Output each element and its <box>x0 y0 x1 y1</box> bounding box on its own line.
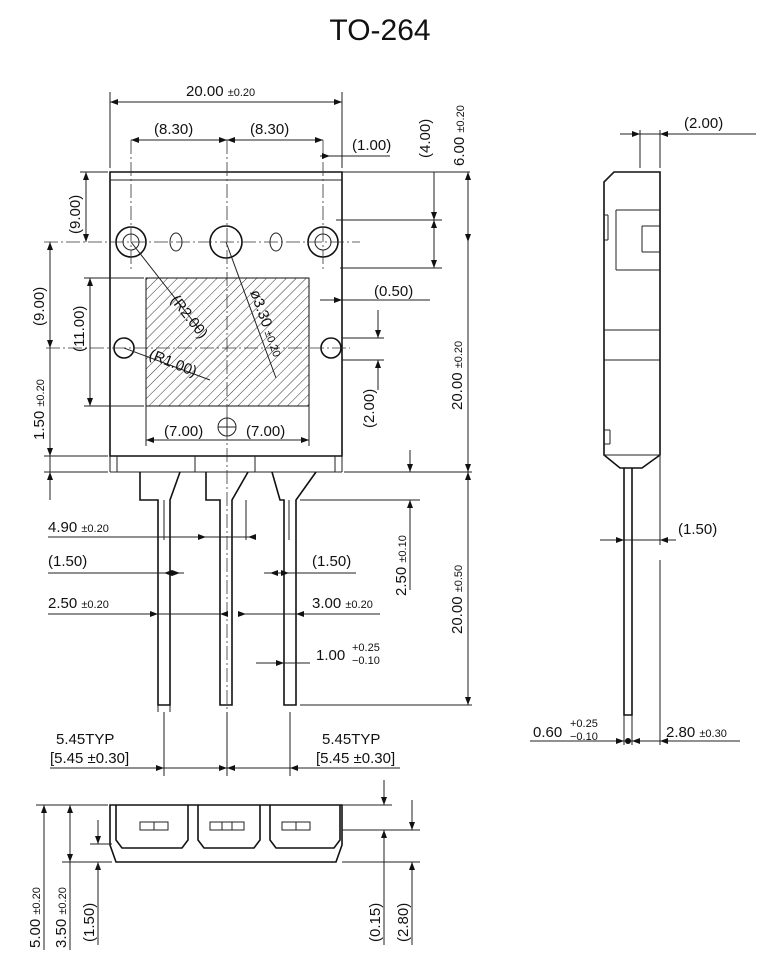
drawing-title: TO-264 <box>329 14 430 47</box>
dim-pitch-right-typ: 5.45TYP <box>322 731 380 748</box>
svg-text:2.50 ±0.20: 2.50 ±0.20 <box>48 595 109 612</box>
dim-small-height: (2.00) <box>361 389 378 428</box>
dim-width-total: 20.00 <box>186 83 224 100</box>
dim-bottom-left-h: 1.50 <box>31 411 48 440</box>
dim-side-lead-thickness: 0.60 <box>533 724 562 741</box>
dim-side-notch: (0.50) <box>374 283 413 300</box>
svg-text:1.50 ±0.20: 1.50 ±0.20 <box>31 379 48 440</box>
dim-lead-step: 2.50 <box>393 567 410 596</box>
svg-text:2.50 ±0.10: 2.50 ±0.10 <box>393 535 410 596</box>
dim-offset-left: (1.50) <box>48 553 87 570</box>
dim-left-inner: (11.00) <box>71 306 88 352</box>
svg-text:6.00 ±0.20: 6.00 ±0.20 <box>451 105 468 166</box>
dim-top-height: 6.00 <box>451 137 468 166</box>
dim-pitch-left-tol: [5.45 ±0.30] <box>50 750 129 767</box>
side-view: (2.00) (1.50) 0.60 +0.25 −0.10 2.80 ±0.3… <box>530 115 756 745</box>
dim-bottom-h-small: (1.50) <box>81 903 98 942</box>
lead-dimensions: 4.90 ±0.20 (1.50) (1.50) 2.50 ±0.20 3.00… <box>48 519 400 776</box>
dim-hole-spacing-left: (8.30) <box>154 121 193 138</box>
dim-side-top-width: (2.00) <box>684 115 723 132</box>
die-pad-hatched <box>145 277 310 407</box>
svg-text:3.00 ±0.20: 3.00 ±0.20 <box>312 595 373 612</box>
lead-right <box>271 471 317 706</box>
dim-side-lead-t-plus: +0.25 <box>570 718 598 730</box>
dim-hole-spacing-right: (8.30) <box>250 121 289 138</box>
dim-bottom-h-total: 5.00 <box>27 919 44 948</box>
dim-top-step: (1.00) <box>352 137 391 154</box>
dim-side-body-thickness: 2.80 <box>666 724 695 741</box>
dim-side-lead-offset: (1.50) <box>678 521 717 538</box>
dim-lead-thick-plus: +0.25 <box>352 642 380 654</box>
dim-offset-right: (1.50) <box>312 553 351 570</box>
dim-left-middle: (9.00) <box>31 287 48 326</box>
lead-left <box>139 471 181 712</box>
dim-lead-w-left: 2.50 <box>48 595 77 612</box>
svg-text:20.00 ±0.50: 20.00 ±0.50 <box>449 565 466 634</box>
side-body-outline <box>603 171 661 469</box>
svg-text:5.00 ±0.20: 5.00 ±0.20 <box>27 887 44 948</box>
dim-pad-left: (7.00) <box>164 423 203 440</box>
lead-center <box>205 471 249 706</box>
svg-text:20.00 ±0.20: 20.00 ±0.20 <box>186 83 255 100</box>
bottom-view: 5.00 ±0.20 3.50 ±0.20 (1.50) (0.15) (2.8… <box>27 780 420 950</box>
dim-pad-right: (7.00) <box>246 423 285 440</box>
dim-bottom-h-right: (2.80) <box>395 903 412 942</box>
dim-pitch-left-typ: 5.45TYP <box>56 731 114 748</box>
svg-text:4.90 ±0.20: 4.90 ±0.20 <box>48 519 109 536</box>
svg-text:20.00 ±0.20: 20.00 ±0.20 <box>449 341 466 410</box>
dim-lead-length: 20.00 <box>449 596 466 634</box>
side-lead <box>623 468 633 716</box>
dim-lead-thick-minus: −0.10 <box>352 655 380 667</box>
dim-body-height: 20.00 <box>449 372 466 410</box>
dim-pitch-wide: 4.90 <box>48 519 77 536</box>
dim-top-offset: (4.00) <box>417 119 434 158</box>
dim-pitch-right-tol: [5.45 ±0.30] <box>316 750 395 767</box>
dim-lead-w-right: 3.00 <box>312 595 341 612</box>
svg-text:3.50 ±0.20: 3.50 ±0.20 <box>53 887 70 948</box>
svg-text:2.80 ±0.30: 2.80 ±0.30 <box>666 724 727 741</box>
front-view: 20.00 ±0.20 (8.30) (8.30) (1.00) (4.00) … <box>31 83 472 760</box>
dim-bottom-h-mid: 3.50 <box>53 919 70 948</box>
dim-side-lead-t-minus: −0.10 <box>570 731 598 743</box>
bottom-body-outline <box>109 804 343 863</box>
dim-left-upper: (9.00) <box>67 195 84 234</box>
dim-lead-thick: 1.00 <box>316 647 345 664</box>
dim-bottom-gap: (0.15) <box>367 903 384 942</box>
